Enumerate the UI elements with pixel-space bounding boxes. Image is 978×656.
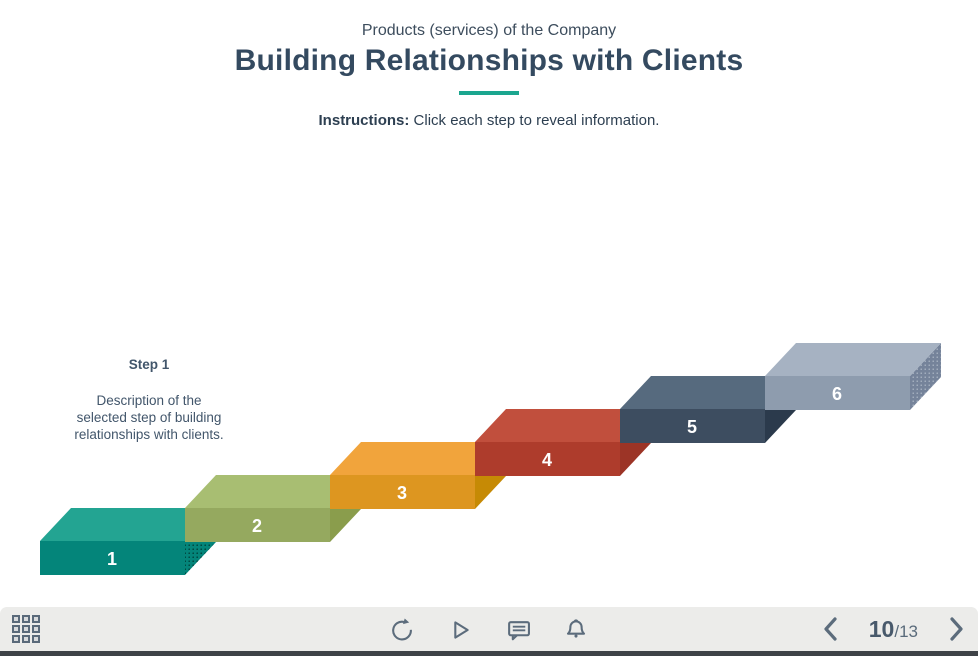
slide-subtitle: Products (services) of the Company bbox=[361, 22, 617, 39]
bell-icon[interactable] bbox=[564, 617, 589, 642]
play-icon[interactable] bbox=[448, 617, 473, 642]
step-1-number: 1 bbox=[107, 549, 117, 569]
selected-step-title: Step 1 bbox=[128, 357, 170, 372]
step-4-number: 4 bbox=[542, 450, 552, 470]
step-2-front-face bbox=[185, 508, 330, 542]
step-4[interactable]: 4 bbox=[475, 409, 651, 476]
page-total: 13 bbox=[899, 621, 918, 641]
slide-navigation: 10 / 13 bbox=[821, 607, 966, 651]
step-1-top-face bbox=[40, 508, 216, 541]
step-5-front-face bbox=[620, 409, 765, 443]
page-current: 10 bbox=[868, 615, 895, 642]
instructions-text: Instructions: Click each step to reveal … bbox=[318, 112, 660, 129]
prev-arrow-icon[interactable] bbox=[821, 615, 841, 643]
title-accent-divider bbox=[459, 91, 519, 95]
menu-grid-icon[interactable] bbox=[12, 615, 40, 643]
comment-icon[interactable] bbox=[506, 617, 531, 642]
step-5-top-face bbox=[620, 376, 796, 409]
instructions-label: Instructions: bbox=[318, 112, 410, 129]
player-controls bbox=[390, 607, 589, 651]
step-6-number: 6 bbox=[832, 384, 842, 404]
step-3-front-face bbox=[330, 475, 475, 509]
selected-step-description: Description of the selected step of buil… bbox=[74, 393, 224, 442]
step-2-number: 2 bbox=[252, 516, 262, 536]
step-3[interactable]: 3 bbox=[330, 442, 506, 509]
next-arrow-icon[interactable] bbox=[946, 615, 966, 643]
step-3-top-face bbox=[330, 442, 506, 475]
step-4-front-face bbox=[475, 442, 620, 476]
refresh-icon[interactable] bbox=[390, 617, 415, 642]
step-6-side-texture bbox=[910, 343, 941, 410]
step-4-top-face bbox=[475, 409, 651, 442]
step-1-front-face bbox=[40, 541, 185, 575]
page-divider: / bbox=[894, 621, 900, 641]
step-3-number: 3 bbox=[397, 483, 407, 503]
player-bar: 10 / 13 bbox=[0, 607, 978, 651]
page-counter: 10 / 13 bbox=[869, 616, 918, 643]
player-bottom-edge bbox=[0, 651, 978, 656]
step-2-top-face bbox=[185, 475, 361, 508]
step-6-top-face bbox=[765, 343, 941, 376]
page-title: Building Relationships with Clients bbox=[234, 44, 744, 77]
step-2[interactable]: 2 bbox=[185, 475, 361, 542]
step-6-front-face bbox=[765, 376, 910, 410]
step-5-number: 5 bbox=[687, 417, 697, 437]
step-6[interactable]: 6 bbox=[765, 343, 941, 410]
